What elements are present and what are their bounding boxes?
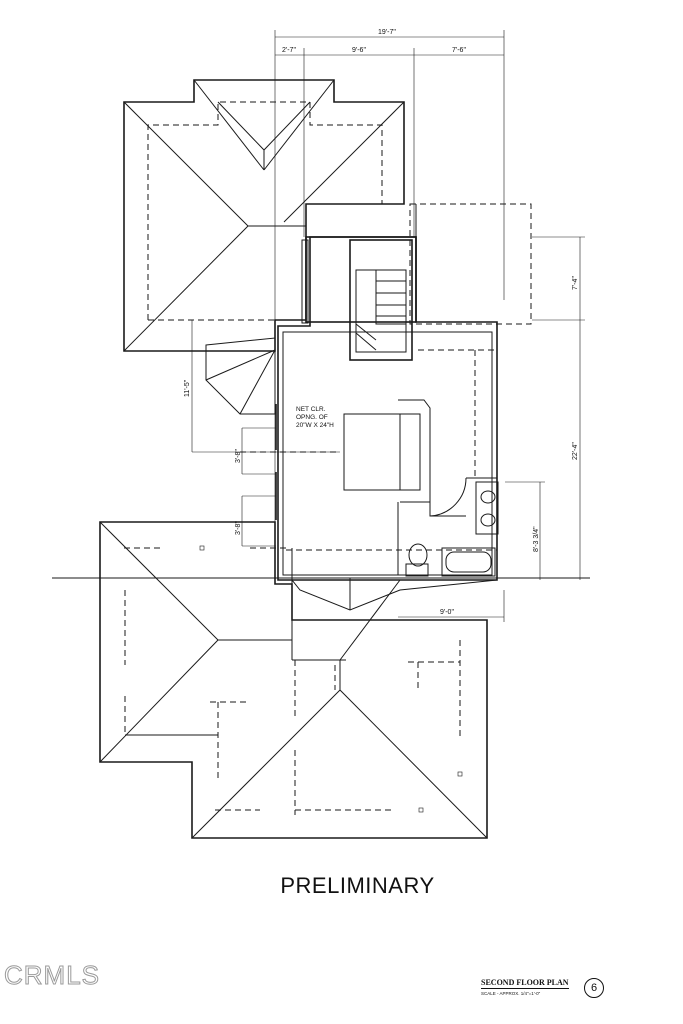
dim-left-window-1: 3'-8" bbox=[235, 449, 242, 463]
sheet-scale: SCALE - APPROX. 1/4"=1'-0" bbox=[481, 991, 541, 996]
sheet-title: SECOND FLOOR PLAN bbox=[481, 978, 569, 989]
dim-bottom: 9'-0" bbox=[440, 609, 454, 616]
lower-roof bbox=[99, 521, 488, 839]
upper-right-roof bbox=[409, 203, 532, 325]
dim-left-upper: 11'-5" bbox=[184, 379, 191, 397]
dim-overall-width: 19'-7" bbox=[378, 29, 396, 36]
watermark: CRMLS bbox=[3, 960, 101, 991]
dimension-lines bbox=[191, 30, 585, 622]
sheet-number-badge: 6 bbox=[584, 978, 604, 998]
egress-note-line-2: OPNG. OF bbox=[296, 414, 328, 421]
preliminary-stamp: PRELIMINARY bbox=[280, 873, 435, 898]
dim-left-window-2: 3'-8" bbox=[235, 521, 242, 535]
egress-note-line-3: 20"W X 24"H bbox=[296, 422, 334, 429]
dim-right-overall: 22'-4" bbox=[572, 442, 579, 460]
bay-projection bbox=[290, 548, 498, 620]
dim-right-lower: 8'-3 3/4" bbox=[533, 526, 540, 552]
dim-seg-a: 2'-7" bbox=[282, 47, 296, 54]
dim-seg-c: 7'-6" bbox=[452, 47, 466, 54]
porch-roof bbox=[205, 337, 276, 415]
dim-seg-b: 9'-6" bbox=[352, 47, 366, 54]
dim-right-upper: 7'-4" bbox=[572, 276, 579, 290]
upper-left-roof bbox=[123, 79, 405, 352]
egress-note-line-1: NET CLR. bbox=[296, 406, 326, 413]
